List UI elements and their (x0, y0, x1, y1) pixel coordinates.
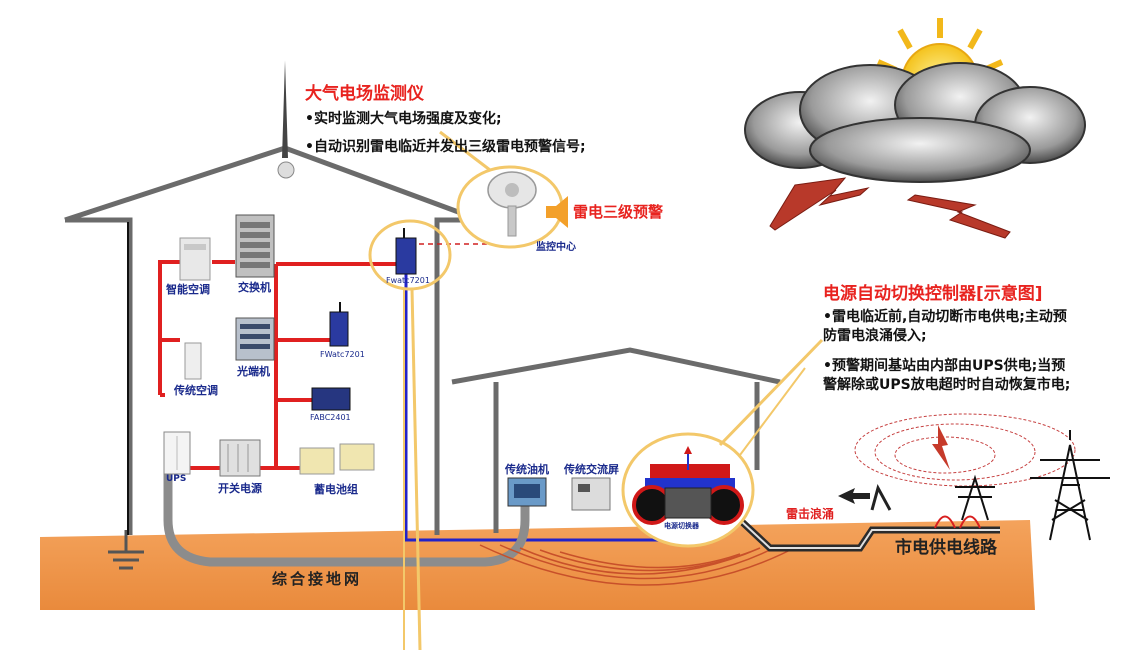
storm-cloud-icon (744, 62, 1086, 183)
surge-label: 雷击浪涌 (786, 507, 835, 521)
fwatc-top-label: Fwatc7201 (386, 276, 430, 285)
ground-net-label: 综合接地网 (272, 570, 363, 588)
controller-bullet-1-line-1: •雷电临近前,自动切断市电供电;主动预 (823, 309, 1067, 325)
switch-cabinet (235, 214, 275, 278)
switch-power-cabinet (219, 439, 261, 477)
optical-label: 光端机 (237, 365, 270, 378)
surge-arrow-icon (838, 488, 870, 504)
battery-bank (299, 443, 375, 475)
optical-terminal-cabinet (235, 317, 275, 361)
ground-ripples (479, 544, 801, 586)
power-line-label: 市电供电线路 (895, 538, 997, 558)
surge-wave (934, 515, 981, 529)
field-monitor-sensor-icon (487, 171, 537, 237)
battery-label: 蓄电池组 (314, 483, 358, 496)
trad-ac-device (184, 342, 202, 380)
oil-engine-label: 传统油机 (505, 463, 549, 476)
fabc-device (311, 387, 351, 411)
trad-ac-label: 传统空调 (174, 384, 218, 397)
controller-bullet-2-line-2: 警解除或UPS放电超时时自动恢复市电; (823, 377, 1071, 393)
ac-panel-label: 传统交流屏 (564, 463, 619, 476)
monitoring-center-label: 监控中心 (536, 242, 576, 253)
ground-cable (163, 470, 530, 567)
monitor-bullet-2: •自动识别雷电临近并发出三级雷电预警信号; (305, 139, 586, 155)
controller-bullet-1-line-2: 防雷电浪涌侵入; (823, 328, 927, 344)
power-tower-icon (955, 430, 1110, 541)
controller-title: 电源自动切换控制器[示意图] (823, 284, 1043, 304)
oil-engine-device (507, 477, 547, 507)
controller-bullet-2-line-1: •预警期间基站由内部由UPS供电;当预 (823, 358, 1066, 374)
lightning-strike-rings (854, 413, 1076, 487)
fwatc-callout (368, 219, 452, 291)
power-switcher-device (632, 446, 744, 525)
fwatc-device-top (395, 228, 417, 275)
lightning-bolt-icon (769, 177, 1011, 239)
shelter-building (451, 347, 781, 533)
smart-ac-device (179, 237, 211, 281)
fabc-label: FABC2401 (310, 413, 351, 422)
speaker-icon (546, 196, 568, 228)
power-switcher-label: 电源切换器 (664, 522, 699, 530)
switch-label: 交换机 (238, 281, 271, 294)
switch-power-label: 开关电源 (218, 482, 262, 495)
monitor-title: 大气电场监测仪 (305, 84, 424, 104)
fwatc-mid-label: FWatc7201 (320, 350, 365, 359)
monitor-bullet-1: •实时监测大气电场强度及变化; (305, 111, 502, 127)
ac-panel-device (571, 477, 611, 511)
ground-symbol-icon (108, 530, 144, 570)
ups-label: UPS (166, 474, 187, 484)
ground-area (40, 520, 1035, 610)
lightning-rod-icon (277, 60, 295, 179)
red-power-wires (158, 260, 398, 470)
smart-ac-label: 智能空调 (166, 283, 210, 296)
fwatc-device-mid (329, 302, 349, 347)
ups-cabinet (163, 431, 191, 475)
alarm-label: 雷电三级预警 (573, 203, 664, 221)
